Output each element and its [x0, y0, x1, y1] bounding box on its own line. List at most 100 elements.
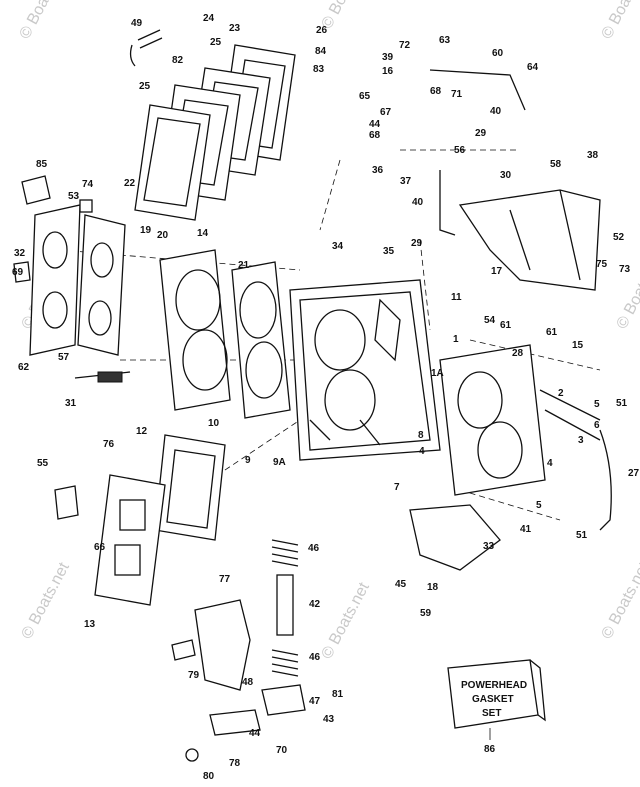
callout-label: 11 — [451, 292, 462, 303]
callout-label: 44 — [249, 728, 261, 739]
callout-label: 5 — [536, 500, 542, 511]
callout-label: 55 — [37, 458, 49, 469]
callout-label: 9A — [273, 457, 286, 468]
callout-label: 38 — [587, 150, 599, 161]
callout-label: 1A — [431, 368, 444, 379]
callout-label: 31 — [65, 398, 77, 409]
callout-label: 51 — [616, 398, 628, 409]
callout-label: 1 — [453, 334, 459, 345]
callout-label: 67 — [380, 107, 392, 118]
callout-label: 69 — [12, 267, 24, 278]
callout-label: 78 — [229, 758, 241, 769]
callout-label: 9 — [245, 455, 251, 466]
watermark: © Boats.net — [319, 579, 374, 661]
callout-label: 24 — [203, 13, 215, 24]
callout-label: 25 — [210, 37, 222, 48]
callout-label: 49 — [131, 18, 143, 29]
mount-bracket — [429, 69, 601, 291]
callout-label: 68 — [430, 86, 442, 97]
callout-label: 34 — [332, 241, 344, 252]
callout-label: 21 — [238, 260, 250, 271]
watermark: © Boats.net — [599, 559, 640, 641]
callout-label: 37 — [400, 176, 412, 187]
callout-label: 39 — [382, 52, 394, 63]
callout-label: 74 — [82, 179, 94, 190]
callout-label: 23 — [229, 23, 241, 34]
callout-label: 6 — [594, 420, 600, 431]
callout-label: 57 — [58, 352, 70, 363]
callout-label: 72 — [399, 40, 411, 51]
callout-label: 70 — [276, 745, 288, 756]
crankcase-block — [289, 279, 441, 461]
callout-label: 19 — [140, 225, 152, 236]
callout-label: 71 — [451, 89, 463, 100]
callout-label: 46 — [309, 652, 321, 663]
callout-label: 54 — [484, 315, 496, 326]
callout-label: 77 — [219, 574, 231, 585]
callout-label: 45 — [395, 579, 407, 590]
callout-label: 29 — [475, 128, 487, 139]
watermark: © Boats.net — [614, 249, 640, 331]
callout-label: 61 — [500, 320, 512, 331]
callout-label: 40 — [412, 197, 424, 208]
callout-label: 7 — [394, 482, 400, 493]
watermark: © Boats.net — [17, 0, 72, 42]
callout-label: 51 — [576, 530, 588, 541]
callout-label: 80 — [203, 771, 215, 782]
cylinder-head — [74, 249, 291, 419]
callout-label: 62 — [18, 362, 30, 373]
callout-label: 25 — [139, 81, 151, 92]
callout-label: 30 — [500, 170, 512, 181]
callout-label: 16 — [382, 66, 394, 77]
callout-label: 18 — [427, 582, 439, 593]
top-covers — [129, 29, 296, 221]
callout-label: 41 — [520, 524, 532, 535]
crankcase-half — [439, 344, 601, 496]
callout-label: 79 — [188, 670, 200, 681]
callout-label: 84 — [315, 46, 327, 57]
callout-label: 46 — [308, 543, 320, 554]
callout-label: 29 — [411, 238, 423, 249]
callout-label: 36 — [372, 165, 384, 176]
kit-box-line: GASKET — [472, 694, 514, 705]
callout-label: 13 — [84, 619, 96, 630]
callout-label: 76 — [103, 439, 115, 450]
callout-label: 81 — [332, 689, 344, 700]
callout-label: 73 — [619, 264, 631, 275]
callout-label: 26 — [316, 25, 328, 36]
callout-label: 83 — [313, 64, 325, 75]
callout-label: 22 — [124, 178, 136, 189]
callout-label: 59 — [420, 608, 432, 619]
callout-label: 47 — [309, 696, 321, 707]
callout-label: 48 — [242, 677, 254, 688]
callout-label: 14 — [197, 228, 209, 239]
callout-label: 27 — [628, 468, 640, 479]
callout-label: 66 — [94, 542, 106, 553]
callout-label: 68 — [369, 130, 381, 141]
kit-box-line: SET — [482, 708, 501, 719]
callout-label: 85 — [36, 159, 48, 170]
lower-bracket — [409, 429, 612, 571]
callout-label: 60 — [492, 48, 504, 59]
callout-label: 53 — [68, 191, 80, 202]
watermark: © Boats.net — [599, 0, 640, 42]
callout-label: 8 — [418, 430, 424, 441]
callout-label: 35 — [383, 246, 395, 257]
callout-label: 4 — [419, 446, 425, 457]
callout-label: 40 — [490, 106, 502, 117]
lower-plates — [54, 434, 226, 606]
callout-label: 28 — [512, 348, 524, 359]
callout-label: 10 — [208, 418, 220, 429]
callout-label: 15 — [572, 340, 584, 351]
callout-label: 17 — [491, 266, 503, 277]
callout-label: 2 — [558, 388, 564, 399]
watermark: © Boats.net — [19, 559, 74, 641]
reed-plates — [13, 175, 126, 356]
callout-label: 75 — [596, 259, 608, 270]
callout-label: 42 — [309, 599, 321, 610]
callout-label: 64 — [527, 62, 539, 73]
callout-label: 32 — [14, 248, 26, 259]
callout-label: 20 — [157, 230, 169, 241]
